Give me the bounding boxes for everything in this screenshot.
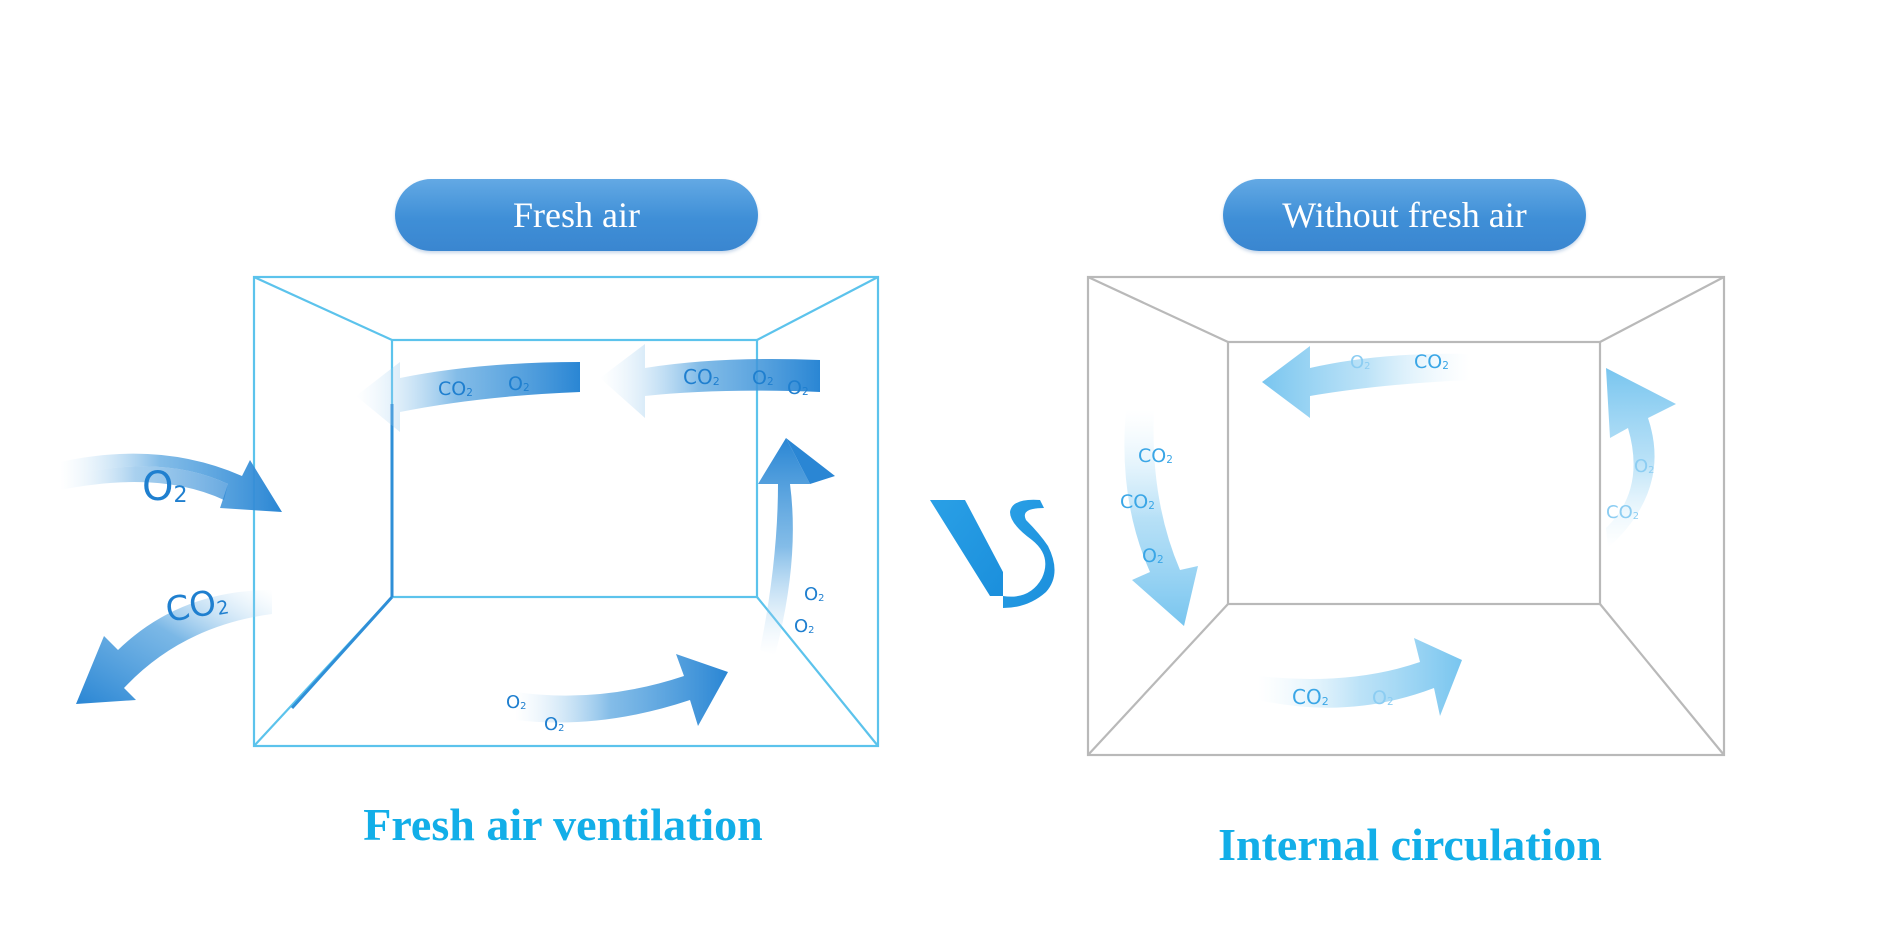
left-wall-up-arrow bbox=[758, 438, 835, 655]
right-floor-arrow bbox=[1258, 638, 1462, 716]
left-ceiling2-label-1: CO2 bbox=[683, 365, 720, 389]
left-ceiling-arrow-2 bbox=[600, 344, 820, 418]
outside-o2-label: O2 bbox=[142, 464, 187, 510]
outside-outflow-arrow bbox=[76, 590, 272, 704]
left-floor-label-1: O2 bbox=[506, 692, 526, 713]
right-room bbox=[1086, 275, 1726, 757]
left-ceiling1-label-1: CO2 bbox=[438, 378, 473, 400]
outside-co2-label: CO2 bbox=[163, 581, 231, 631]
left-ceiling-arrow-1 bbox=[356, 362, 580, 432]
right-rightwall-label-1: O2 bbox=[1634, 456, 1654, 477]
right-leftwall-label-2: CO2 bbox=[1120, 491, 1155, 513]
left-ceiling2-label-3: O2 bbox=[787, 377, 809, 399]
right-room-outer-frame bbox=[1086, 275, 1726, 757]
internal-circulation-caption: Internal circulation bbox=[1218, 819, 1602, 870]
fresh-air-badge: Fresh air bbox=[395, 179, 758, 251]
left-floor-arrow bbox=[515, 654, 728, 726]
right-ceiling-label-1: O2 bbox=[1350, 352, 1370, 373]
right-gas-labels: O2 CO2 CO2 CO2 O2 O2 CO2 CO2 O2 bbox=[1120, 351, 1654, 709]
fresh-air-ventilation-caption: Fresh air ventilation bbox=[363, 799, 763, 850]
left-room-outer-frame bbox=[252, 275, 880, 748]
right-ceiling-arrow bbox=[1262, 346, 1470, 418]
left-ceiling1-label-2: O2 bbox=[508, 373, 530, 395]
right-wall-up-arrow bbox=[1606, 368, 1676, 548]
left-wall-label-2: O2 bbox=[794, 616, 814, 637]
right-floor-label-1: CO2 bbox=[1292, 685, 1329, 709]
left-ceiling2-label-2: O2 bbox=[752, 367, 774, 389]
vs-mark bbox=[930, 499, 1055, 608]
right-leftwall-label-1: CO2 bbox=[1138, 445, 1173, 467]
left-gas-labels: O2 CO2 CO2 O2 CO2 O2 O2 O2 O2 O2 O2 bbox=[142, 365, 824, 735]
right-floor-label-2: O2 bbox=[1372, 687, 1394, 709]
without-fresh-air-badge: Without fresh air bbox=[1223, 179, 1586, 251]
left-room bbox=[252, 275, 880, 748]
right-leftwall-label-3: O2 bbox=[1142, 545, 1164, 567]
outside-inflow-arrow bbox=[60, 453, 282, 512]
right-rightwall-label-2: CO2 bbox=[1606, 502, 1639, 523]
left-wall-label-1: O2 bbox=[804, 584, 824, 605]
left-floor-label-2: O2 bbox=[544, 714, 564, 735]
right-wall-down-arrow bbox=[1124, 410, 1198, 626]
right-ceiling-label-2: CO2 bbox=[1414, 351, 1449, 373]
right-room-back-wall bbox=[1226, 340, 1602, 606]
